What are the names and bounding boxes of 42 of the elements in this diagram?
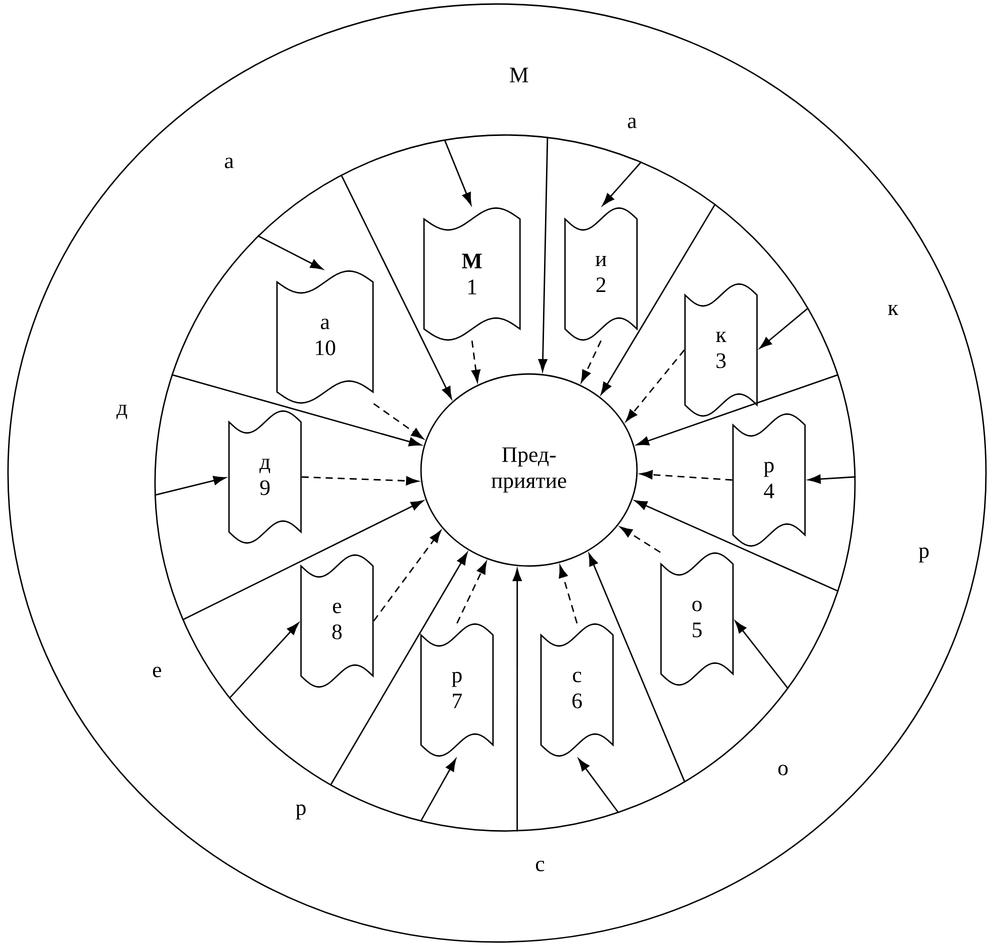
ring-letter: р (296, 804, 306, 820)
ring-letter: а (224, 158, 234, 168)
outer-circle (7, 3, 987, 943)
arrow (602, 161, 642, 206)
arrow (580, 340, 602, 382)
arrow (636, 374, 839, 446)
arrow (808, 474, 856, 484)
arrow (257, 235, 323, 270)
arrow (420, 758, 456, 822)
arrow (471, 340, 480, 382)
arrow (588, 554, 686, 783)
arrow (620, 526, 661, 553)
ring-letter: к (888, 304, 898, 316)
ring-letter: М (510, 68, 528, 82)
inner-circle (154, 134, 856, 832)
arrow (330, 552, 468, 786)
ring-letter: д (116, 404, 128, 420)
arrow (512, 568, 522, 832)
arrow (171, 374, 422, 446)
arrow (578, 758, 620, 814)
arrow (182, 500, 424, 621)
arrow (228, 622, 299, 699)
arrow (538, 136, 548, 372)
arrow (444, 139, 472, 205)
arrow (634, 500, 839, 592)
arrow (373, 403, 424, 440)
arrow (456, 562, 487, 624)
arrow (735, 620, 789, 690)
ring-letter: р (918, 547, 929, 563)
arrow (154, 476, 226, 496)
arrow (373, 530, 442, 622)
ring-letter: е (152, 666, 162, 678)
ring-letter: с (536, 860, 544, 872)
arrow (558, 565, 578, 624)
ring-letter: о (778, 764, 788, 776)
arrow (302, 476, 419, 486)
arrow (626, 350, 685, 422)
arrow (340, 174, 452, 400)
arrow (600, 204, 716, 395)
ring-letter: а (628, 118, 637, 128)
arrow (640, 470, 732, 481)
arrow (759, 307, 809, 349)
